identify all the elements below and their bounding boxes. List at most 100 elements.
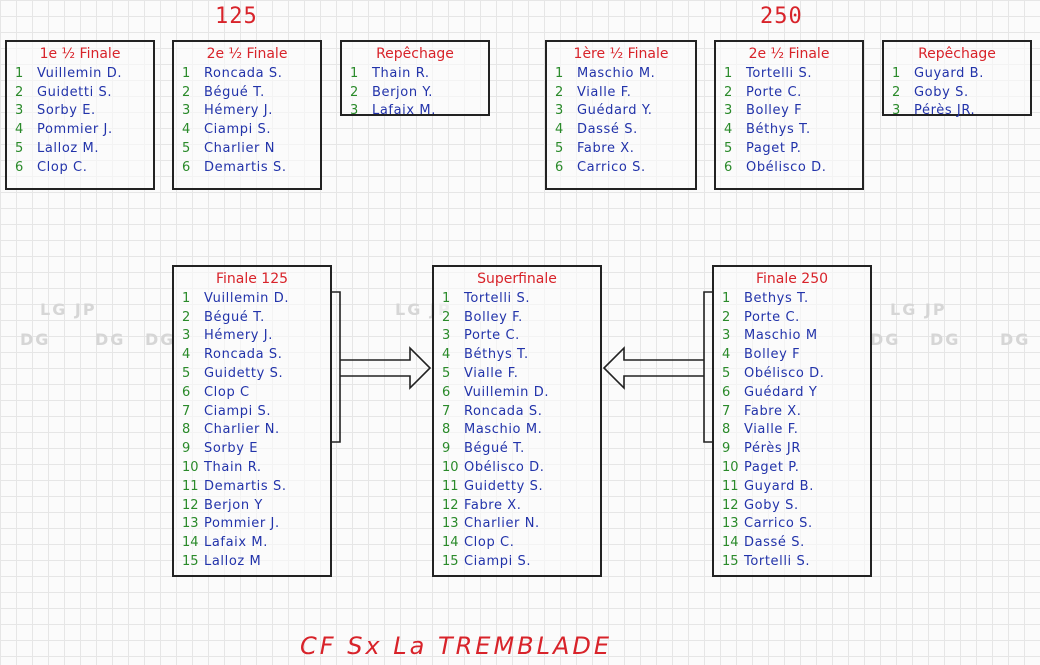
rank-number: 2	[15, 84, 24, 100]
rank-number: 14	[442, 535, 459, 551]
rank-number: 13	[722, 516, 739, 532]
list-item: 1 Roncada S.	[182, 64, 312, 83]
rider-name: Clop C	[204, 384, 250, 400]
rider-name: Goby S.	[744, 497, 799, 513]
box-title: 1e ½ Finale	[39, 46, 121, 62]
rank-number: 4	[724, 122, 733, 138]
rank-number: 4	[182, 122, 191, 138]
rank-number: 5	[555, 141, 564, 157]
arrow-left	[602, 346, 704, 390]
bracket-left	[332, 291, 341, 443]
rank-number: 1	[724, 65, 733, 81]
rank-number: 6	[15, 159, 24, 175]
rider-name: Maschio M.	[464, 422, 543, 438]
box-title: Finale 250	[755, 271, 829, 287]
list-item: 2 Vialle F.	[555, 83, 687, 102]
rider-name: Lafaix M.	[372, 103, 436, 119]
rider-name: Porte C.	[744, 309, 800, 325]
rank-number: 2	[555, 84, 564, 100]
box-title: 2e ½ Finale	[206, 46, 288, 62]
rank-number: 6	[442, 384, 451, 400]
rank-number: 10	[182, 460, 199, 476]
rider-name: Berjon Y	[204, 497, 263, 513]
rider-name: Maschio M.	[577, 65, 656, 81]
watermark: LG JP	[40, 300, 97, 319]
rider-name: Maschio M	[744, 328, 818, 344]
rider-name: Bethys T.	[744, 290, 809, 306]
rank-number: 14	[182, 535, 199, 551]
rider-name: Dassé S.	[577, 122, 638, 138]
rank-number: 2	[350, 84, 359, 100]
rank-number: 6	[724, 159, 733, 175]
arrow-right	[340, 346, 432, 390]
rank-number: 5	[182, 366, 191, 382]
rider-name: Dassé S.	[744, 535, 805, 551]
rank-number: 2	[182, 84, 191, 100]
rank-number: 15	[182, 554, 199, 570]
rider-name: Bolley F.	[464, 309, 523, 325]
list-item: 13 Carrico S.	[722, 515, 862, 534]
rider-name: Bégué T.	[204, 84, 265, 100]
rank-number: 9	[442, 441, 451, 457]
rank-number: 7	[722, 403, 731, 419]
rider-name: Guédard Y	[744, 384, 818, 400]
rider-name: Carrico S.	[744, 516, 813, 532]
rank-number: 5	[442, 366, 451, 382]
event-title: CF Sx La TREMBLADE	[300, 632, 613, 660]
rider-name: Sorby E.	[37, 103, 96, 119]
rider-name: Clop C.	[464, 535, 515, 551]
rank-number: 9	[182, 441, 191, 457]
rank-number: 6	[722, 384, 731, 400]
rank-number: 3	[182, 328, 191, 344]
rank-number: 12	[442, 497, 459, 513]
rank-number: 14	[722, 535, 739, 551]
rider-name: Obélisco D.	[744, 366, 825, 382]
rider-name: Demartis S.	[204, 159, 287, 175]
rank-number: 13	[182, 516, 199, 532]
rank-number: 3	[15, 103, 24, 119]
rank-number: 8	[442, 422, 451, 438]
rider-name: Demartis S.	[204, 478, 287, 494]
rank-number: 7	[182, 403, 191, 419]
watermark: LG JP	[890, 300, 947, 319]
list-item: 14 Dassé S.	[722, 533, 862, 552]
rider-name: Vialle F.	[577, 84, 632, 100]
rider-name: Roncada S.	[204, 65, 283, 81]
rank-number: 6	[182, 384, 191, 400]
rank-number: 3	[555, 103, 564, 119]
rider-name: Roncada S.	[464, 403, 543, 419]
rider-name: Bégué T.	[204, 309, 265, 325]
bracket-right	[703, 291, 712, 443]
rank-number: 11	[722, 478, 739, 494]
rank-number: 1	[182, 65, 191, 81]
rider-name: Thain R.	[372, 65, 430, 81]
box-title: Repêchage	[918, 46, 996, 62]
rider-name: Fabre X.	[744, 403, 802, 419]
rank-number: 3	[350, 103, 359, 119]
